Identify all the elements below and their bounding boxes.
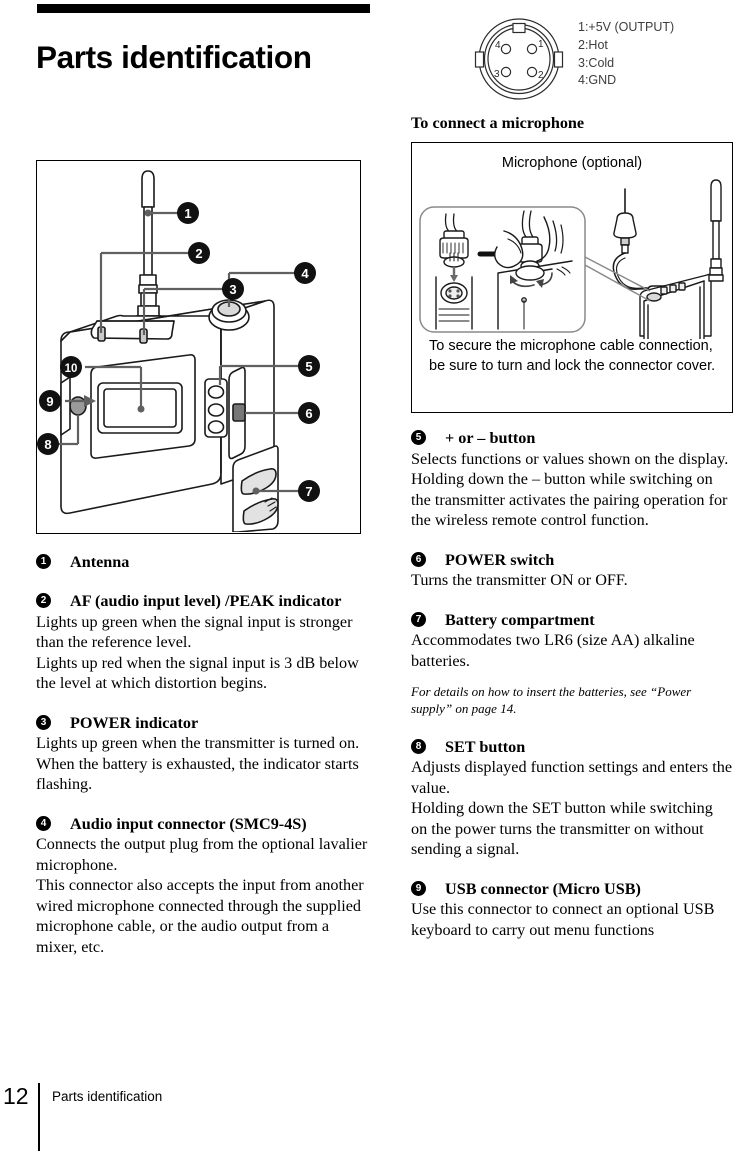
part-heading-text: + or – button [445, 429, 536, 448]
part-item-2: 2 AF (audio input level) /PEAK indicator… [36, 592, 368, 693]
svg-text:1: 1 [184, 206, 191, 221]
svg-text:3: 3 [229, 282, 236, 297]
left-column: 1 2 3 4 5 6 7 8 9 10 1 Antenna [36, 160, 368, 957]
part-heading-text: POWER switch [445, 550, 555, 569]
part-heading: 5 + or – button [411, 429, 733, 448]
part-item-9: 9 USB connector (Micro USB) Use this con… [411, 880, 733, 940]
mic-illustration-svg [419, 179, 724, 340]
svg-text:1: 1 [538, 39, 544, 50]
part-body-text: Adjusts displayed function settings and … [411, 758, 732, 859]
part-item-3: 3 POWER indicator Lights up green when t… [36, 714, 368, 795]
svg-text:5: 5 [305, 359, 312, 374]
bullet-number-1: 1 [36, 554, 51, 569]
part-heading-text: AF (audio input level) /PEAK indicator [70, 592, 342, 611]
microphone-connection-figure: Microphone (optional) [411, 142, 733, 414]
bullet-number-7: 7 [411, 611, 426, 627]
svg-text:8: 8 [44, 437, 51, 452]
page-number: 12 [3, 1083, 29, 1109]
header-rule [37, 4, 370, 13]
transmitter-figure: 1 2 3 4 5 6 7 8 9 10 [36, 160, 361, 534]
bullet-number-9: 9 [411, 880, 426, 896]
part-body-text: Selects functions or values shown on the… [411, 449, 729, 530]
part-heading-text: POWER indicator [70, 713, 199, 732]
page-title: Parts identification [36, 39, 312, 76]
part-body-text: Turns the transmitter ON or OFF. [411, 571, 628, 590]
part-item-6: 6 POWER switch Turns the transmitter ON … [411, 551, 733, 591]
svg-text:4: 4 [301, 266, 309, 281]
svg-text:10: 10 [65, 363, 78, 375]
part-heading-text: Battery compartment [445, 610, 595, 629]
connector-pinout-figure: 4 1 3 2 1:+5V (OUTPUT) 2:Hot 3:Cold 4:GN… [466, 14, 733, 106]
svg-text:3: 3 [494, 69, 500, 80]
part-item-7: 7 Battery compartment Accommodates two L… [411, 611, 733, 718]
pinout-legend: 1:+5V (OUTPUT) 2:Hot 3:Cold 4:GND [578, 20, 675, 88]
part-heading-text: USB connector (Micro USB) [445, 879, 641, 898]
mic-figure-caption: To secure the microphone cable connectio… [429, 338, 716, 375]
connector-pinout-svg: 4 1 3 2 [474, 18, 564, 100]
part-body-text: Lights up green when the transmitter is … [36, 734, 360, 794]
transmitter-illustration: 1 2 3 4 5 6 7 8 9 10 [37, 170, 320, 532]
part-body-text: Lights up green when the signal input is… [36, 612, 359, 693]
subsection-heading: To connect a microphone [411, 114, 585, 132]
svg-text:7: 7 [305, 484, 312, 499]
bullet-number-4: 4 [36, 815, 51, 831]
part-item-5: 5 + or – button Selects functions or val… [411, 429, 733, 530]
part-heading: 8 SET button [411, 738, 733, 757]
svg-text:6: 6 [305, 406, 312, 421]
part-body-text: Accommodates two LR6 (size AA) alkaline … [411, 631, 695, 670]
footer-section-label: Parts identification [52, 1089, 163, 1104]
part-item-4: 4 Audio input connector (SMC9-4S) Connec… [36, 815, 368, 957]
bullet-number-6: 6 [411, 551, 426, 567]
part-heading-text: SET button [445, 737, 526, 756]
bullet-number-8: 8 [411, 738, 426, 754]
part-heading: 7 Battery compartment [411, 611, 733, 630]
svg-text:9: 9 [46, 394, 53, 409]
part-note-text: For details on how to insert the batteri… [411, 684, 692, 717]
bullet-number-5: 5 [411, 430, 426, 446]
part-item-1: 1 Antenna [36, 553, 368, 572]
part-item-8: 8 SET button Adjusts displayed function … [411, 738, 733, 860]
part-heading-text: Antenna [70, 553, 130, 571]
part-heading: 3 POWER indicator [36, 714, 368, 733]
part-heading-text: Audio input connector (SMC9-4S) [70, 814, 307, 833]
svg-text:2: 2 [195, 246, 202, 261]
part-body-text: Use this connector to connect an optiona… [411, 900, 715, 939]
part-heading: 4 Audio input connector (SMC9-4S) [36, 815, 368, 834]
mic-connection-illustration [412, 169, 732, 340]
mic-figure-label: Microphone (optional) [501, 155, 643, 172]
bullet-number-2: 2 [36, 593, 51, 609]
right-column: To connect a microphone Microphone (opti… [411, 114, 733, 940]
part-heading: 9 USB connector (Micro USB) [411, 880, 733, 899]
footer-divider [38, 1083, 40, 1151]
part-heading: 2 AF (audio input level) /PEAK indicator [36, 592, 368, 611]
svg-text:4: 4 [495, 40, 501, 51]
callout-badges: 1 2 3 4 5 6 7 8 9 10 [37, 202, 320, 502]
part-heading: 6 POWER switch [411, 551, 733, 570]
part-heading: 1 Antenna [36, 553, 368, 572]
svg-text:2: 2 [538, 70, 544, 81]
bullet-number-3: 3 [36, 714, 51, 730]
part-body-text: Connects the output plug from the option… [36, 835, 368, 956]
